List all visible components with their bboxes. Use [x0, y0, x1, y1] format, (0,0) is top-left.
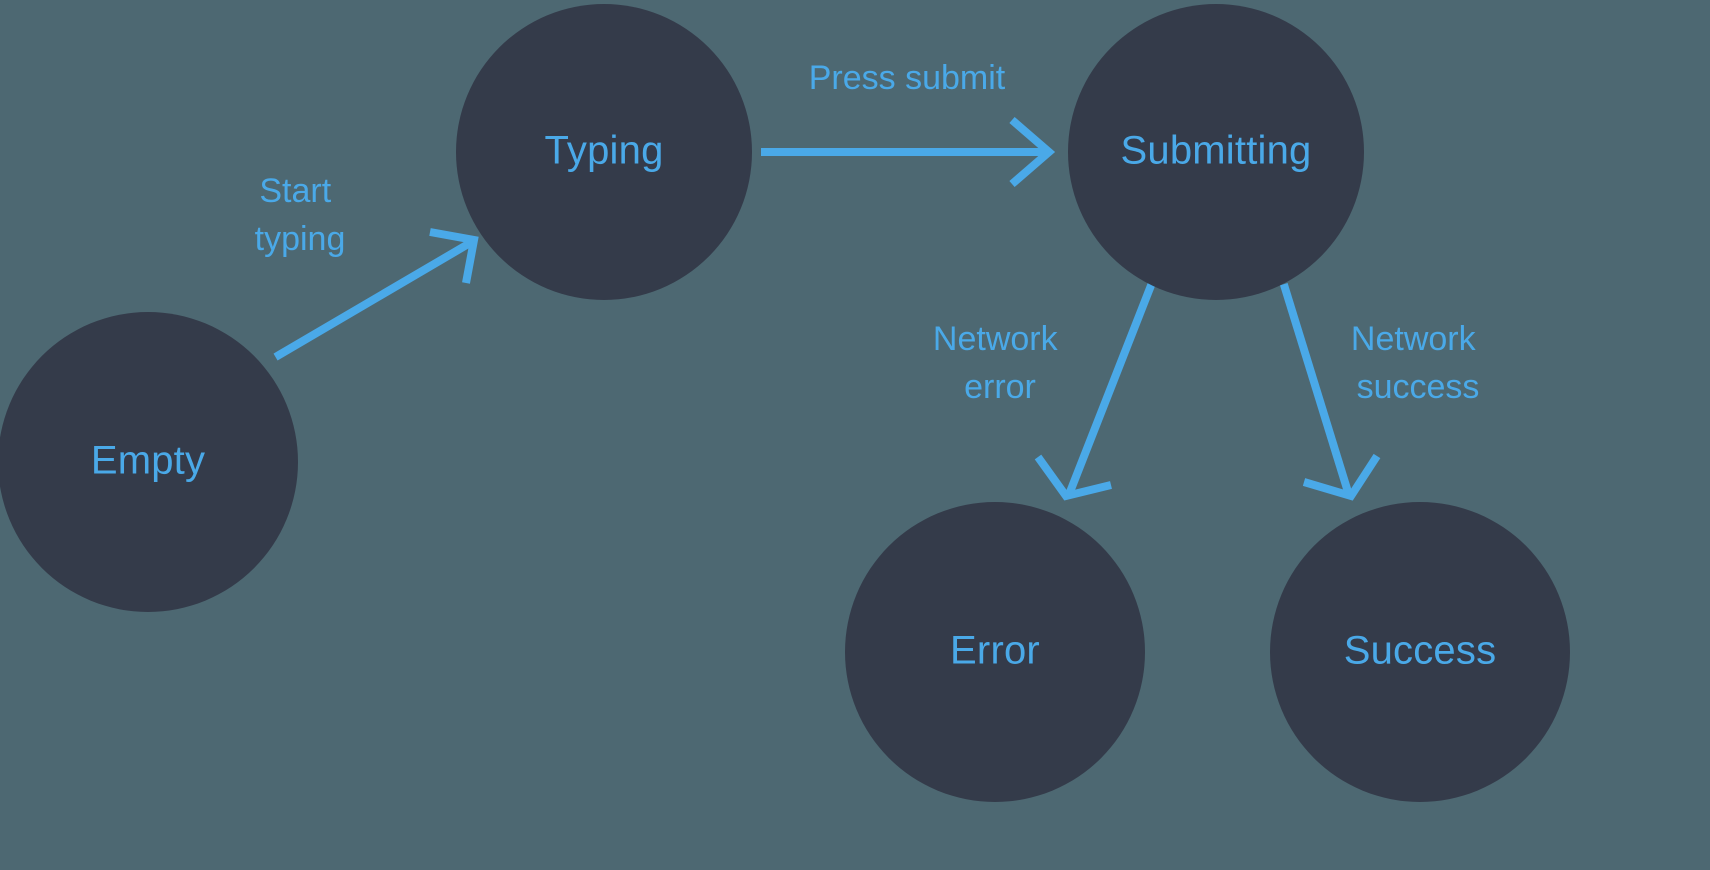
arrowhead-empty-to-typing — [429, 228, 479, 284]
edge-label-typing-to-submitting: Press submit — [809, 59, 1006, 97]
state-circle-submitting[interactable] — [1068, 4, 1364, 300]
state-node-submitting[interactable]: Submitting — [1068, 4, 1364, 300]
state-node-empty[interactable]: Empty — [0, 312, 298, 612]
transition-submitting-to-success: Network success — [1279, 282, 1485, 501]
arrowhead-submitting-to-success — [1302, 453, 1381, 501]
transition-empty-to-typing: Start typing — [255, 172, 479, 361]
state-circle-success[interactable] — [1270, 502, 1570, 802]
transition-submitting-to-error: Network error — [933, 282, 1156, 501]
edge-label-line: typing — [255, 220, 346, 258]
state-label-error: Error — [950, 629, 1040, 673]
arrowhead-typing-to-submitting — [1009, 116, 1056, 188]
edge-label-line: success — [1357, 368, 1480, 406]
state-node-typing[interactable]: Typing — [456, 4, 752, 300]
edge-label-empty-to-typing: Start typing — [255, 172, 346, 258]
arrowhead-submitting-to-error — [1034, 454, 1112, 501]
state-circle-typing[interactable] — [456, 4, 752, 300]
state-label-empty: Empty — [91, 439, 205, 483]
state-label-typing: Typing — [544, 129, 663, 173]
edge-line-submitting-to-error — [1064, 282, 1156, 498]
state-label-success: Success — [1344, 629, 1497, 673]
edge-label-line: Press submit — [809, 59, 1006, 97]
state-node-success[interactable]: Success — [1270, 502, 1570, 802]
state-label-submitting: Submitting — [1121, 129, 1312, 173]
state-circle-empty[interactable] — [0, 312, 298, 612]
transition-typing-to-submitting: Press submit — [761, 59, 1056, 188]
state-circle-error[interactable] — [845, 502, 1145, 802]
edge-label-submitting-to-error: Network error — [933, 320, 1067, 406]
edge-line-submitting-to-success — [1279, 282, 1354, 498]
edge-label-submitting-to-success: Network success — [1351, 320, 1485, 406]
edge-label-line: Network — [1351, 320, 1477, 358]
edge-label-line: Network — [933, 320, 1059, 358]
edge-label-line: Start — [259, 172, 331, 210]
state-node-error[interactable]: Error — [845, 502, 1145, 802]
edge-label-line: error — [964, 368, 1036, 406]
edge-line-empty-to-typing — [273, 237, 476, 361]
